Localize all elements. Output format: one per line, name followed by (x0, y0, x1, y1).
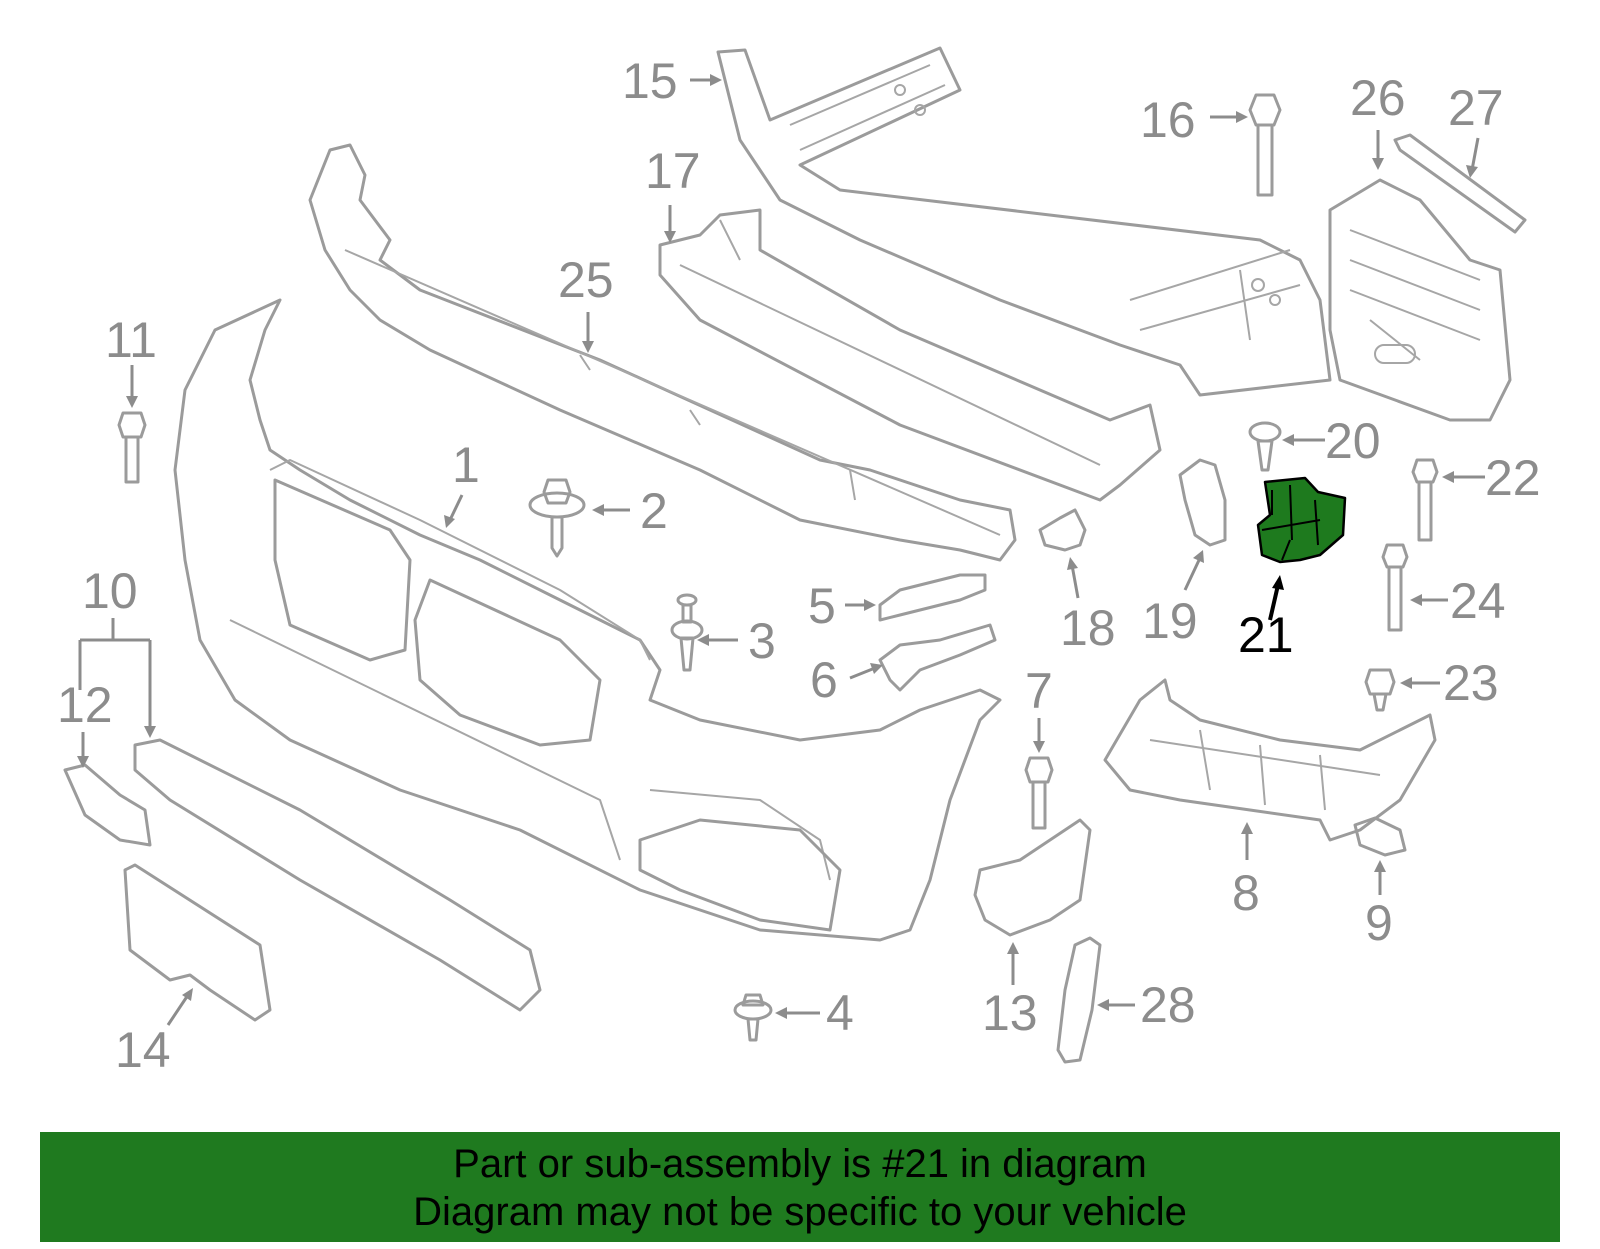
part-25-shape (308, 143, 1017, 562)
banner-line-1: Part or sub-assembly is #21 in diagram (453, 1142, 1147, 1186)
part-4-shape (733, 993, 773, 1042)
part-14-shape (123, 863, 272, 1022)
callout-9: 9 (1365, 895, 1393, 951)
parts-diagram: 15 16 17 26 27 25 11 1 2 3 4 5 6 7 8 9 1… (57, 46, 1541, 1078)
info-banner: Part or sub-assembly is #21 in diagram D… (40, 1132, 1560, 1242)
part-13-shape (973, 818, 1092, 937)
part-19-shape (1178, 458, 1227, 547)
part-24-shape (1381, 543, 1409, 632)
part-21-highlighted[interactable] (1256, 476, 1347, 564)
callout-28: 28 (1140, 977, 1196, 1033)
part-1-shape (173, 298, 1002, 942)
part-26-shape (1328, 178, 1512, 422)
callout-19: 19 (1142, 593, 1198, 649)
part-10-shape (133, 738, 542, 1012)
part-8-shape (1103, 678, 1437, 842)
part-5-shape (878, 573, 987, 622)
callout-24: 24 (1450, 573, 1506, 629)
callout-3: 3 (748, 613, 776, 669)
callout-23: 23 (1443, 655, 1499, 711)
part-27-shape (1393, 133, 1527, 234)
callout-26: 26 (1350, 70, 1406, 126)
part-23-shape (1364, 668, 1396, 712)
part-3-shape (670, 593, 704, 672)
callout-17: 17 (645, 143, 701, 199)
callout-6: 6 (810, 652, 838, 708)
callout-16: 16 (1140, 92, 1196, 148)
part-6-shape (878, 623, 997, 692)
part-22-shape (1411, 458, 1439, 542)
callout-2: 2 (640, 483, 668, 539)
part-7-shape (1024, 756, 1054, 830)
callout-20: 20 (1325, 413, 1381, 469)
part-9-shape (1353, 816, 1407, 857)
callout-5: 5 (808, 578, 836, 634)
callout-15: 15 (622, 53, 678, 109)
part-18-shape (1038, 508, 1087, 552)
callout-8: 8 (1232, 865, 1260, 921)
callout-27: 27 (1448, 80, 1504, 136)
callout-4: 4 (826, 985, 854, 1041)
part-15-shape (716, 46, 1332, 397)
callout-14: 14 (115, 1022, 171, 1078)
callout-18: 18 (1060, 600, 1116, 656)
callout-21[interactable]: 21 (1238, 607, 1294, 663)
callout-25: 25 (558, 252, 614, 308)
callout-1: 1 (452, 437, 480, 493)
callout-11: 11 (105, 312, 157, 368)
callout-13: 13 (982, 985, 1038, 1041)
callout-22: 22 (1485, 450, 1541, 506)
part-16-shape (1248, 93, 1282, 197)
banner-line-2: Diagram may not be specific to your vehi… (413, 1190, 1187, 1234)
callout-7: 7 (1025, 663, 1053, 719)
callout-labels: 15 16 17 26 27 25 11 1 2 3 4 5 6 7 8 9 1… (57, 53, 1541, 1078)
callout-12: 12 (57, 677, 113, 733)
part-12-shape (63, 763, 152, 847)
part-2-shape (528, 478, 586, 558)
part-20-shape (1248, 421, 1282, 472)
callout-10: 10 (82, 563, 138, 619)
part-17-shape (658, 208, 1162, 502)
callout-leaders (77, 74, 1485, 1026)
part-11-shape (117, 411, 147, 484)
part-28-shape (1056, 936, 1102, 1064)
